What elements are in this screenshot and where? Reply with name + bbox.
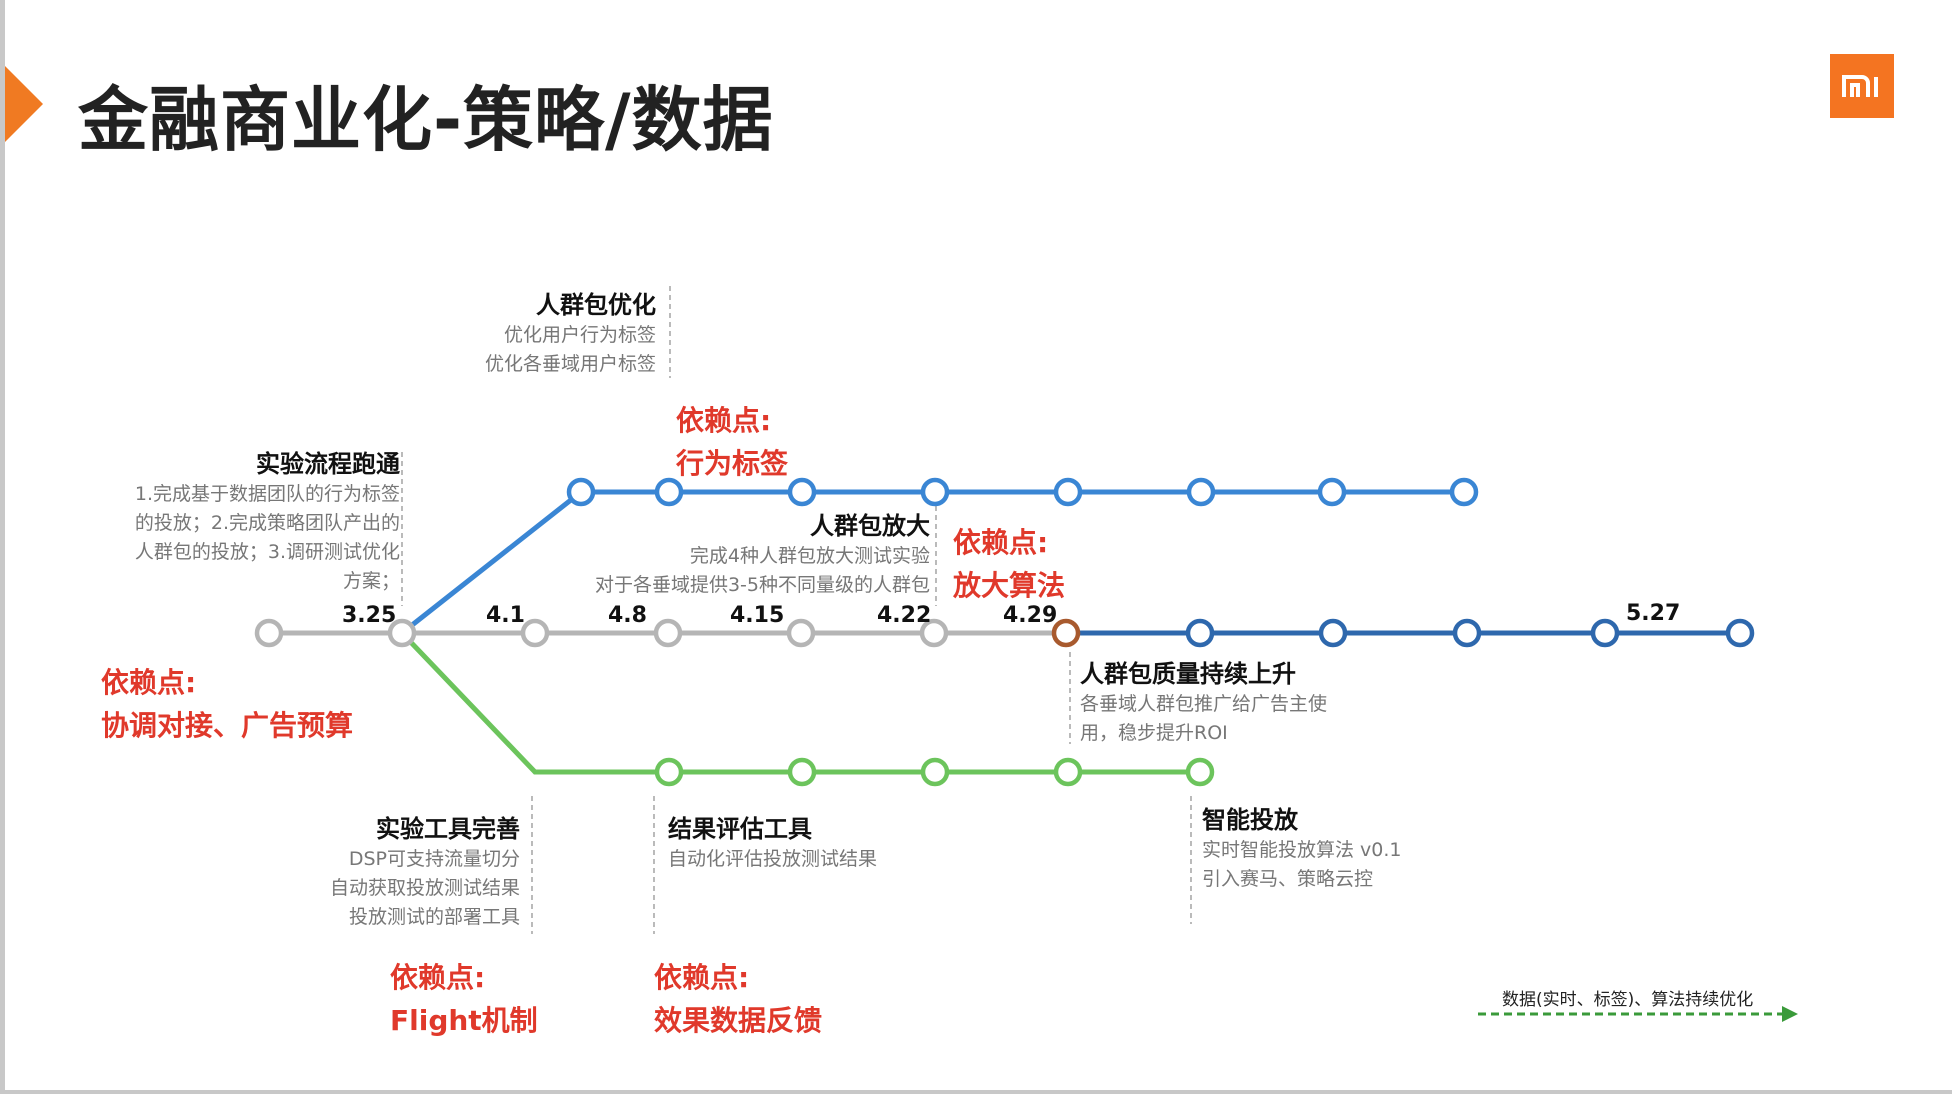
dark-blue-station [1725,618,1755,648]
dark-blue-station [1318,618,1348,648]
dependency-value: 放大算法 [953,569,1066,602]
milestone-line: 各垂域人群包推广给广告主使 [1080,693,1328,715]
dark-blue-station [1590,618,1620,648]
milestone-title: 实验工具完善 [376,815,520,843]
dependency-value: 效果数据反馈 [654,1004,823,1037]
milestone-title: 人群包放大 [810,512,930,540]
milestone-line: 投放测试的部署工具 [348,906,520,928]
milestone-title: 智能投放 [1202,806,1298,834]
milestone-line: 实时智能投放算法 v0.1 [1202,839,1402,861]
blue-station [1186,477,1216,507]
legend-label: 数据(实时、标签)、算法持续优化 [1502,990,1754,1010]
blue-station [1317,477,1347,507]
blue-station [1053,477,1083,507]
date-label: 4.8 [608,603,647,628]
green-station [654,757,684,787]
blue-station [787,477,817,507]
blue-station [1449,477,1479,507]
bottom-edge-bar [0,1090,1952,1094]
legend-arrow-icon [1782,1006,1798,1022]
milestone-line: 用，稳步提升ROI [1080,722,1228,744]
dependency-label: 依赖点: [953,526,1049,559]
blue-station [566,477,596,507]
date-label: 3.25 [342,603,397,628]
dependency-value: 行为标签 [676,447,789,480]
dependency-value: Flight机制 [390,1004,538,1037]
milestone-line: 优化各垂域用户标签 [484,353,656,375]
milestone-line: 对于各垂域提供3-5种不同量级的人群包 [594,574,930,596]
gray-station [520,618,550,648]
milestone-line: 方案； [342,570,400,592]
green-station [787,757,817,787]
milestone-station [1051,618,1081,648]
milestone-line: DSP可支持流量切分 [348,848,520,870]
blue-station [654,477,684,507]
date-label: 4.15 [730,603,785,628]
gray-station [786,618,816,648]
left-edge-bar [0,0,5,1094]
date-label: 4.22 [877,603,932,628]
milestone-smart: 智能投放 实时智能投放算法 v0.1 引入赛马、策略云控 [1202,804,1402,894]
dependency-label: 依赖点: [654,961,750,994]
green-track-line [400,631,1200,775]
mi-logo-glyph [1842,75,1878,97]
milestone-crowd-opt: 人群包优化 优化用户行为标签 优化各垂域用户标签 [485,289,656,379]
blue-station [920,477,950,507]
page-title: 金融商业化-策略/数据 [78,79,774,161]
milestone-exp-tool: 实验工具完善 DSP可支持流量切分 自动获取投放测试结果 投放测试的部署工具 [330,813,520,932]
milestone-crowd-amp: 人群包放大 完成4种人群包放大测试实验 对于各垂域提供3-5种不同量级的人群包 [595,510,930,600]
milestone-exp-flow: 实验流程跑通 1.完成基于数据团队的行为标签 的投放；2.完成策略团队产出的 人… [135,448,400,596]
dependency-feedback: 依赖点: 效果数据反馈 [654,956,822,1042]
milestone-line: 1.完成基于数据团队的行为标签 [134,483,400,505]
dependency-behavior: 依赖点: 行为标签 [676,399,788,485]
milestone-title: 人群包优化 [536,291,656,319]
date-label: 4.1 [486,603,525,628]
milestone-title: 实验流程跑通 [256,450,400,478]
dark-blue-station [1185,618,1215,648]
green-station [920,757,950,787]
milestone-line: 人群包的投放；3.调研测试优化 [134,541,400,563]
green-station [1185,757,1215,787]
mi-logo-icon [1830,54,1894,118]
dependency-coord: 依赖点: 协调对接、广告预算 [101,661,353,747]
dependency-label: 依赖点: [101,666,197,699]
milestone-line: 自动化评估投放测试结果 [668,848,878,870]
blue-track-line [400,489,1464,635]
milestone-line: 的投放；2.完成策略团队产出的 [134,512,400,534]
dependency-flight: 依赖点: Flight机制 [390,956,538,1042]
date-label: 5.27 [1626,601,1681,626]
date-label: 4.29 [1003,603,1058,628]
milestone-line: 完成4种人群包放大测试实验 [689,545,930,567]
gray-station [254,618,284,648]
milestone-eval-tool: 结果评估工具 自动化评估投放测试结果 [668,813,877,874]
gray-station [387,618,417,648]
dependency-label: 依赖点: [676,404,772,437]
milestone-crowd-quality: 人群包质量持续上升 各垂域人群包推广给广告主使 用，稳步提升ROI [1080,658,1327,748]
milestone-line: 自动获取投放测试结果 [329,877,520,899]
milestone-title: 人群包质量持续上升 [1080,660,1296,688]
gray-station [653,618,683,648]
title-arrow-icon [5,66,43,142]
dark-blue-station [1452,618,1482,648]
dependency-value: 协调对接、广告预算 [101,709,354,742]
milestone-title: 结果评估工具 [668,815,812,843]
green-station [1053,757,1083,787]
milestone-line: 引入赛马、策略云控 [1202,868,1374,890]
dependency-amplify: 依赖点: 放大算法 [953,521,1065,607]
gray-station [919,618,949,648]
milestone-line: 优化用户行为标签 [503,324,656,346]
dependency-label: 依赖点: [390,961,486,994]
